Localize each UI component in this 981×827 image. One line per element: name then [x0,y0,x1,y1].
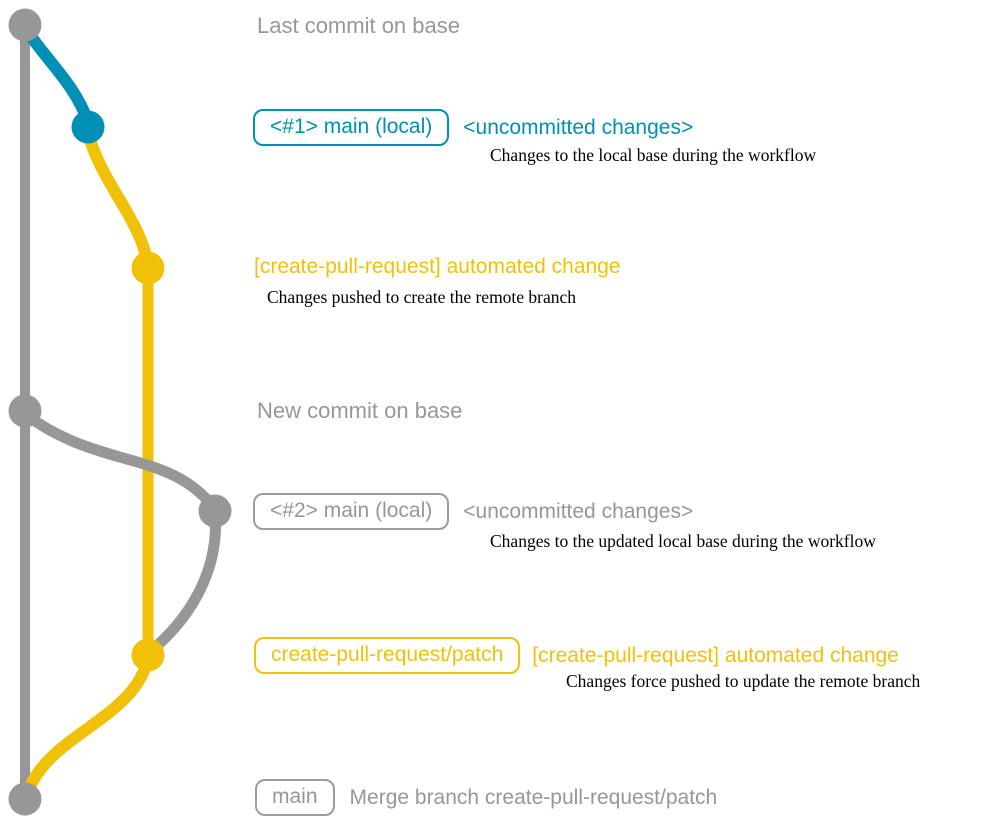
local-main-2-curve-in [146,506,222,656]
uncommitted-changes-tag-1: <uncommitted changes> [463,115,694,139]
merge-curve [21,652,154,801]
row-local-main-2: <#2> main (local) <uncommitted changes> [253,493,693,530]
commit-dot-patch-1 [131,251,165,285]
commit-message-automated-change-2: [create-pull-request] automated change [532,643,899,667]
caption-local-base-changes-1: Changes to the local base during the wor… [490,145,817,165]
annotation-last-commit-on-base: Last commit on base [257,13,460,38]
row-merge-main: main Merge branch create-pull-request/pa… [255,779,717,816]
commit-dot-local-2 [198,494,232,528]
commit-dot-base-last [8,8,42,42]
caption-force-pushed-update-remote-branch: Changes force pushed to update the remot… [566,671,921,691]
branch-badge-create-pull-request-patch: create-pull-request/patch [254,637,521,674]
row-local-main-1: <#1> main (local) <uncommitted changes> [253,109,693,146]
commit-message-merge-branch: Merge branch create-pull-request/patch [349,785,718,809]
caption-updated-local-base-changes: Changes to the updated local base during… [490,531,876,551]
uncommitted-changes-tag-2: <uncommitted changes> [463,499,694,523]
branch-badge-main-local-1: <#1> main (local) [253,109,450,146]
branch-badge-main-local-2: <#2> main (local) [253,493,450,530]
commit-dot-merge [8,782,42,816]
patch-branch-curve [82,126,153,268]
commit-dot-local-1 [71,110,105,144]
local-main-1-curve [19,22,94,128]
commit-message-automated-change-1: [create-pull-request] automated change [254,255,621,278]
git-graph [8,8,232,816]
row-patch-branch: create-pull-request/patch [create-pull-r… [254,637,899,674]
commit-dot-patch-2 [131,638,165,672]
local-main-2-curve-out [19,408,220,514]
caption-pushed-create-remote-branch: Changes pushed to create the remote bran… [267,287,577,307]
commit-dot-base-new [8,394,42,428]
annotation-new-commit-on-base: New commit on base [257,398,463,423]
branch-badge-main: main [255,779,335,816]
